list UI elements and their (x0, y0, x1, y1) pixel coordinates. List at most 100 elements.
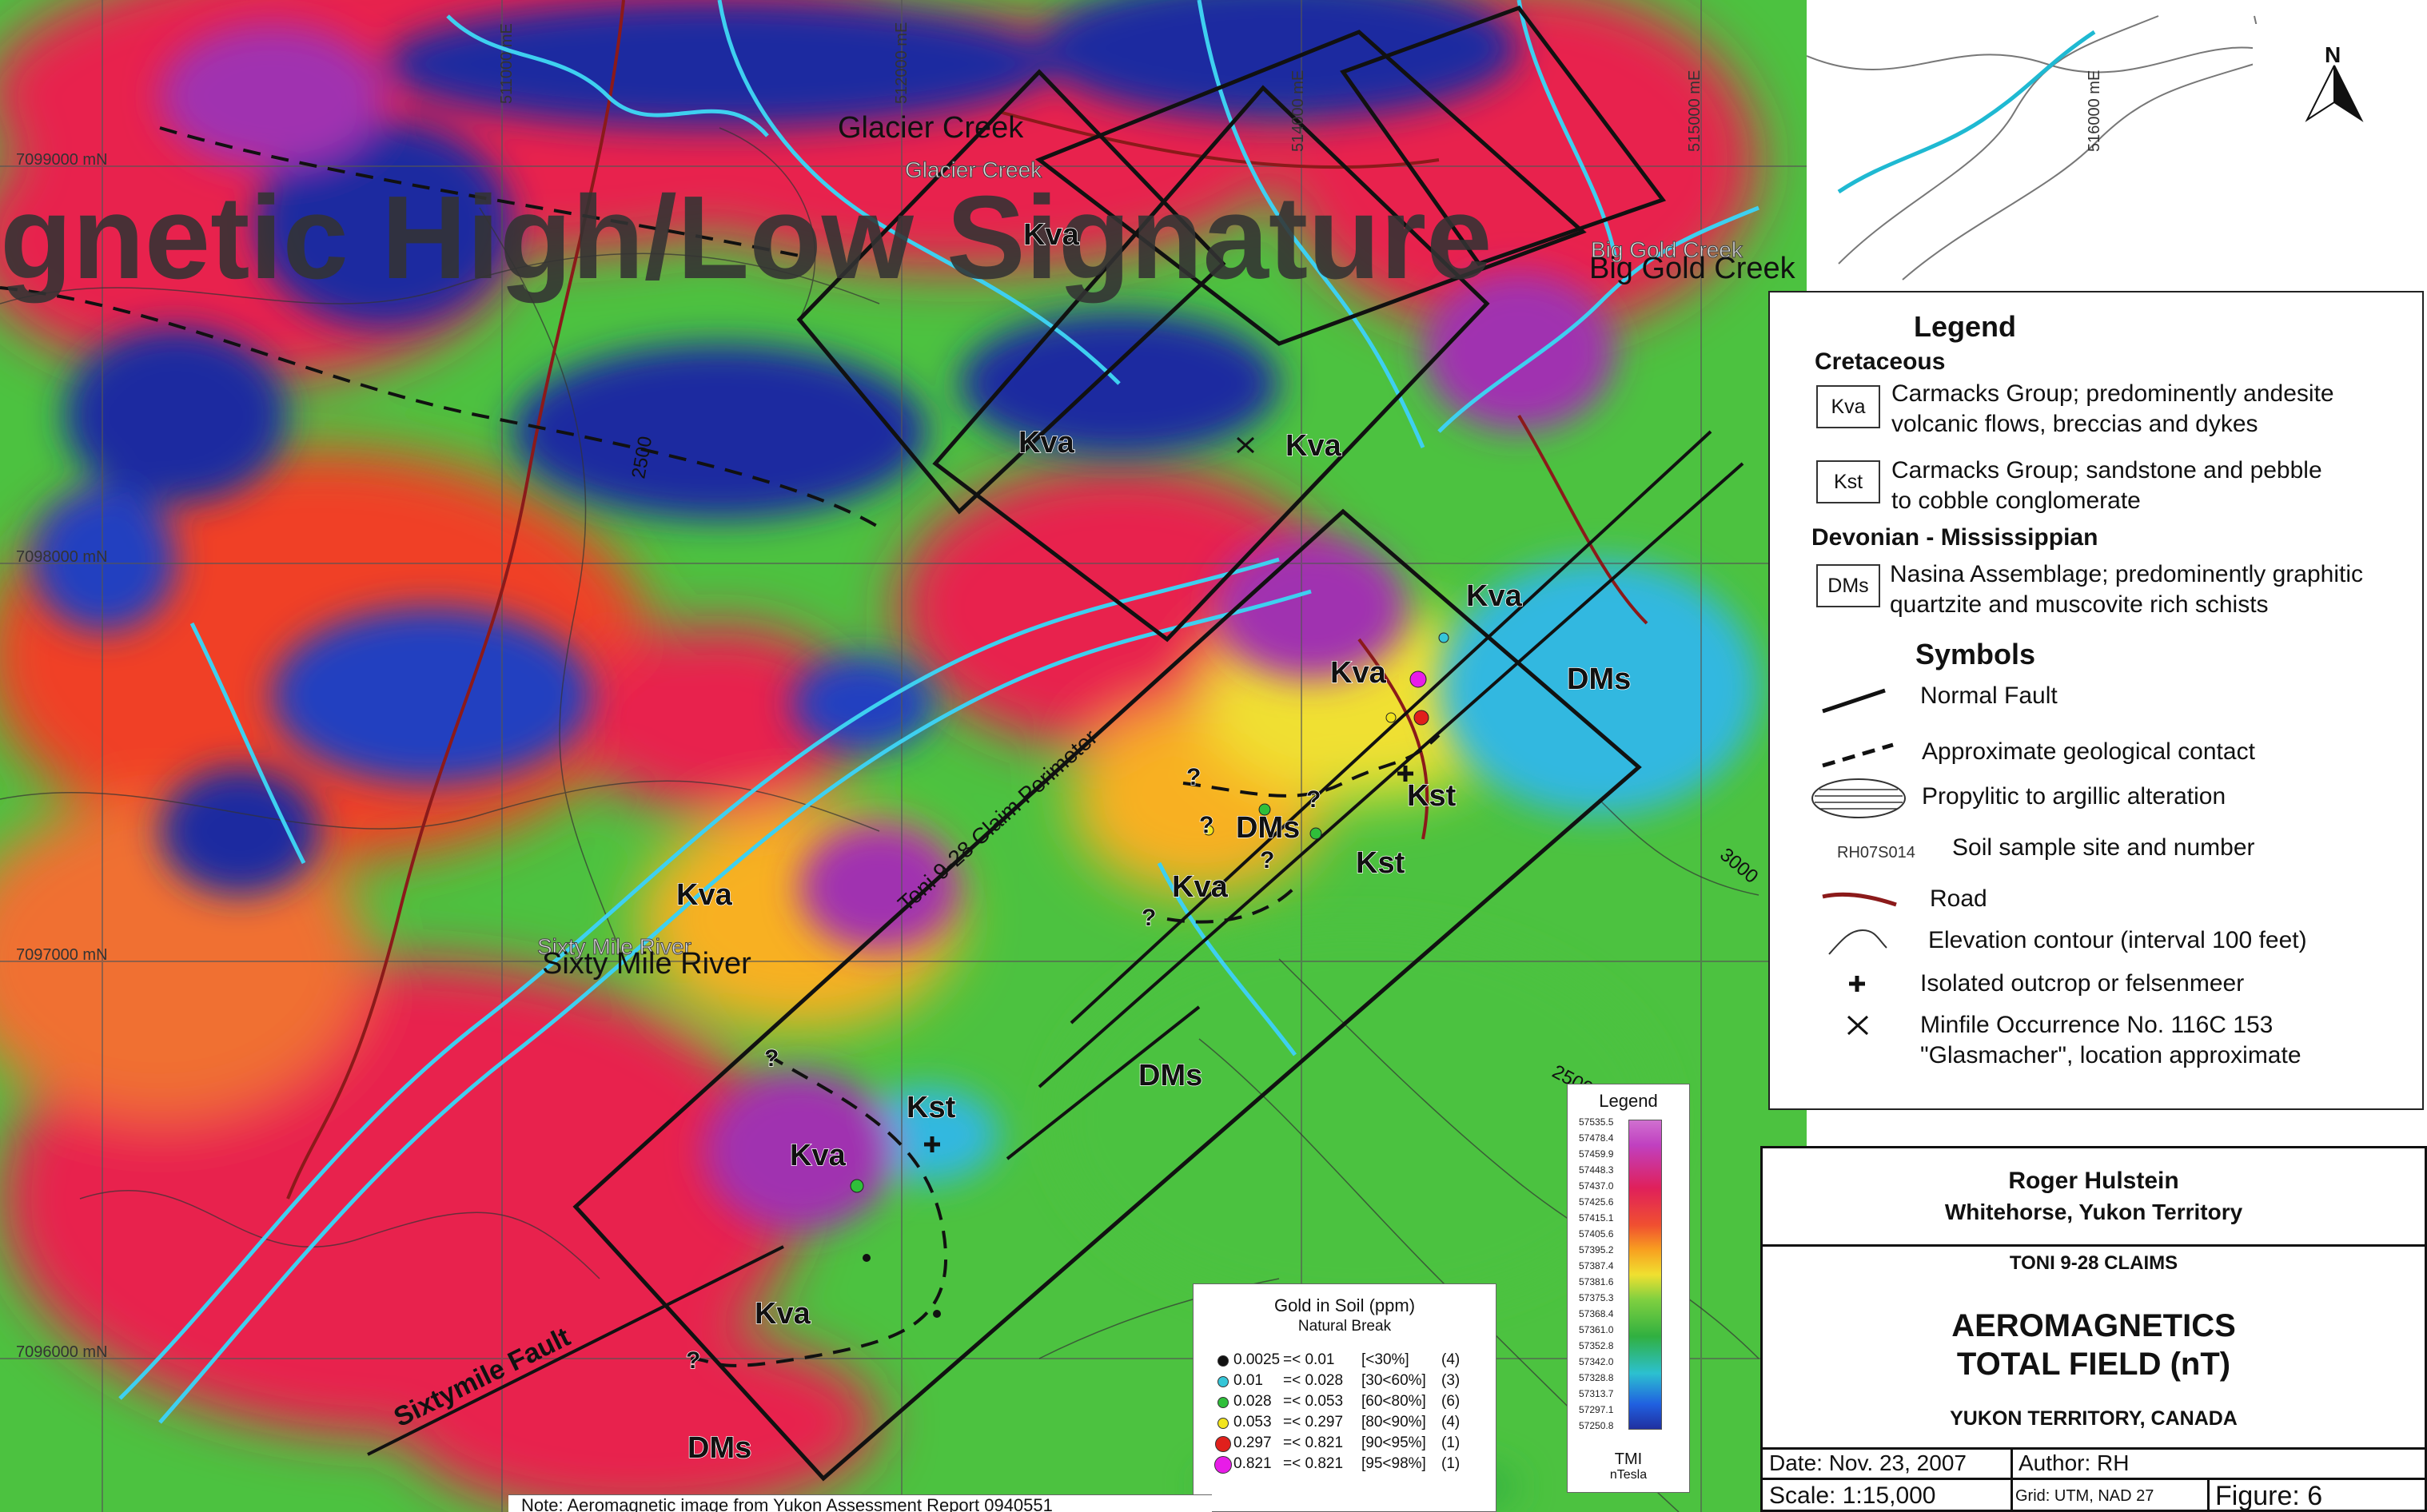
gold-class-dot (1214, 1456, 1232, 1474)
gold-class-pct: [95<98%] (1361, 1455, 1426, 1472)
grid-label-e514: 514000 mE (1289, 70, 1307, 152)
legend-panel: Legend Cretaceous Kva Carmacks Group; pr… (1768, 291, 2424, 1110)
tmi-value-label: 57368.4 (1579, 1308, 1614, 1319)
legend-soil-desc: Soil sample site and number (1952, 834, 2255, 861)
legend-kva-desc-2: volcanic flows, breccias and dykes (1891, 411, 2258, 437)
road-icon (1822, 892, 1897, 907)
unit-label-kva: Kva (676, 878, 733, 912)
legend-minfile-2: "Glasmacher", location approximate (1920, 1042, 2301, 1068)
north-arrow-icon (2305, 65, 2364, 122)
grid-label-n7096: 7096000 mN (16, 1343, 108, 1361)
figure-scale: Scale: 1:15,000 (1769, 1482, 1936, 1509)
unit-label-kva: Kva (1285, 429, 1342, 463)
minfile-icon (1847, 1015, 1869, 1036)
unit-labels: Kva Kva Kva Kva Kva Kva Kva Kva Kva Kst … (675, 217, 1632, 1466)
gold-class-value: 0.053 (1233, 1414, 1272, 1430)
claim-perimeter (572, 6, 1667, 1482)
legend-symbols-title: Symbols (1915, 638, 2036, 670)
gold-class-dot (1215, 1436, 1231, 1452)
grid-label-e516: 516000 mE (2086, 70, 2103, 152)
legend-code-kva: Kva (1816, 385, 1880, 428)
unit-label-kst: Kst (907, 1091, 956, 1124)
query-mark: ? (1186, 764, 1201, 790)
label-sixty-mile-river: Sixty Mile River (542, 947, 751, 981)
tmi-value-label: 57535.5 (1579, 1116, 1614, 1128)
tmi-value-label: 57387.4 (1579, 1260, 1614, 1271)
unit-label-dms: DMs (1138, 1059, 1202, 1092)
uncertain-contact-markers: ? ? ? ? ? ? ? (685, 763, 1321, 1375)
tmi-value-label: 57381.6 (1579, 1276, 1614, 1287)
geological-contacts (0, 126, 1441, 1367)
unit-label-kva: Kva (1018, 426, 1075, 460)
tmi-value-label: 57415.1 (1579, 1212, 1614, 1224)
gold-class-count: (4) (1441, 1414, 1461, 1430)
unit-label-kva: Kva (1023, 218, 1080, 252)
outcrop-symbols (924, 766, 1413, 1152)
grid-label-e512: 512000 mE (893, 22, 911, 104)
legend-road: Road (1930, 885, 1987, 912)
tmi-value-label: 57478.4 (1579, 1132, 1614, 1144)
unit-label-kva: Kva (790, 1139, 847, 1172)
unit-label-kst: Kst (1356, 846, 1405, 880)
label-big-gold-creek: Big Gold Creek (1589, 252, 1796, 285)
tmi-value-label: 57448.3 (1579, 1164, 1614, 1176)
query-mark: ? (1306, 786, 1321, 813)
gold-class-dot (1217, 1355, 1229, 1367)
tmi-unit-2: nTesla (1609, 1468, 1648, 1482)
tmi-value-label: 57395.2 (1579, 1244, 1614, 1255)
gold-class-range: =< 0.821 (1283, 1455, 1344, 1472)
unit-label-kva: Kva (1330, 656, 1387, 690)
gold-class-range: =< 0.053 (1283, 1393, 1344, 1410)
gold-legend-subtitle: Natural Break (1297, 1318, 1392, 1335)
legend-contact: Approximate geological contact (1922, 738, 2255, 765)
gold-class-value: 0.0025 (1233, 1351, 1281, 1368)
legend-code-kst: Kst (1816, 460, 1880, 503)
tmi-value-label: 57437.0 (1579, 1180, 1614, 1192)
query-mark: ? (764, 1045, 779, 1072)
gold-class-pct: [30<60%] (1361, 1372, 1426, 1389)
legend-group-devonian: Devonian - Mississippian (1811, 524, 2098, 551)
gold-class-dot (1217, 1376, 1229, 1387)
gold-legend-title: Gold in Soil (ppm) (1273, 1295, 1416, 1315)
grid-labels: 511000 mE 512000 mE 514000 mE 515000 mE … (16, 22, 2103, 1361)
legend-minfile-1: Minfile Occurrence No. 116C 153 (1920, 1012, 2274, 1038)
gold-class-range: =< 0.297 (1283, 1414, 1344, 1430)
gold-class-pct: [<30%] (1361, 1351, 1409, 1368)
gold-class-pct: [80<90%] (1361, 1414, 1426, 1430)
minfile-occurrence-icon (1236, 436, 1255, 454)
query-mark: ? (1260, 847, 1274, 873)
legend-code-dms: DMs (1816, 564, 1880, 607)
figure-title-1: AEROMAGNETICS (1951, 1308, 2236, 1343)
label-big-gold-creek-2: Big Gold Creek (1591, 237, 1744, 262)
grid-label-n7099: 7099000 mN (16, 151, 108, 169)
tmi-value-label: 57361.0 (1579, 1324, 1614, 1335)
gold-class-count: (1) (1441, 1455, 1461, 1472)
divider (2011, 1447, 2013, 1512)
gold-class-pct: [90<95%] (1361, 1434, 1426, 1451)
gold-class-value: 0.821 (1233, 1455, 1272, 1472)
tmi-value-label: 57459.9 (1579, 1148, 1614, 1160)
query-mark: ? (1199, 812, 1214, 838)
figure-author: Author: RH (2019, 1450, 2130, 1475)
tmi-unit-1: TMI (1614, 1450, 1643, 1468)
gold-class-range: =< 0.01 (1283, 1351, 1335, 1368)
gold-class-value: 0.028 (1233, 1393, 1272, 1410)
tmi-value-label: 57313.7 (1579, 1388, 1614, 1399)
legend-title: Legend (1914, 310, 2017, 343)
gold-class-count: (4) (1441, 1351, 1461, 1368)
gold-class-range: =< 0.821 (1283, 1434, 1344, 1451)
unit-label-kva: Kva (1466, 579, 1523, 613)
figure-date: Date: Nov. 23, 2007 (1769, 1450, 1967, 1475)
author-name: Roger Hulstein (2008, 1168, 2179, 1194)
project-name: TONI 9-28 CLAIMS (2009, 1252, 2178, 1274)
legend-kst-desc-1: Carmacks Group; sandstone and pebble (1891, 457, 2322, 483)
gold-class-count: (3) (1441, 1372, 1461, 1389)
legend-group-cretaceous: Cretaceous (1815, 348, 1946, 375)
source-note: Note: Aeromagnetic image from Yukon Asse… (508, 1494, 1212, 1512)
label-sixty-mile-river-2: Sixty Mile River (537, 934, 691, 959)
figure-title-2: TOTAL FIELD (nT) (1956, 1347, 2231, 1382)
gold-class-count: (6) (1441, 1393, 1461, 1410)
right-creek (1837, 30, 2096, 194)
contour-icon (1828, 929, 1887, 955)
gold-class-value: 0.01 (1233, 1372, 1263, 1389)
